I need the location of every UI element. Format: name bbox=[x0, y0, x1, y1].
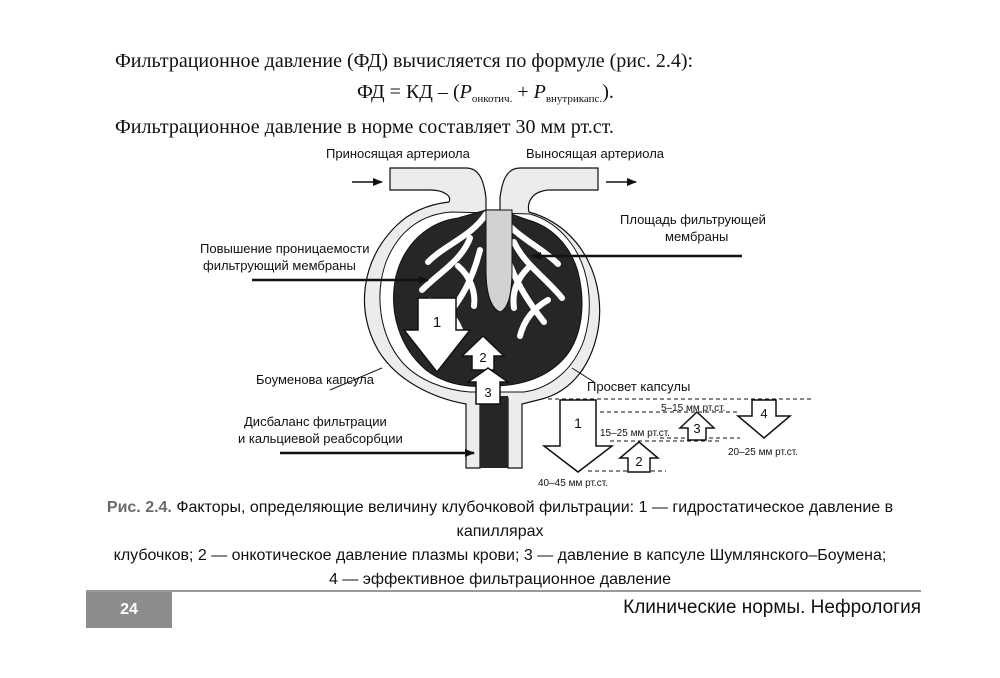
page-number: 24 bbox=[86, 592, 172, 628]
formula-lhs: ФД = КД – ( bbox=[357, 81, 460, 103]
formula-p2: P bbox=[533, 81, 546, 103]
caption-line-1: Рис. 2.4. Факторы, определяющие величину… bbox=[80, 496, 920, 544]
formula-sub-intracapsular: внутрикапс. bbox=[545, 93, 603, 105]
footer-rule bbox=[86, 590, 921, 592]
label-pressure-2: 15–25 мм рт.ст. bbox=[600, 428, 670, 439]
paragraph-normal-value: Фильтрационное давление в норме составля… bbox=[115, 116, 614, 138]
arrow-1-number: 1 bbox=[433, 314, 441, 331]
diagram-arrow-3 bbox=[678, 410, 716, 441]
label-pressure-4: 20–25 мм рт.ст. bbox=[728, 447, 798, 458]
label-area-line1: Площадь фильтрующей bbox=[620, 212, 766, 227]
label-permeability-line1: Повышение проницаемости bbox=[200, 241, 370, 256]
diagram-arrow-1-number: 1 bbox=[574, 415, 582, 431]
pointer-bowman bbox=[329, 367, 383, 391]
label-permeability-line2: фильтрующий мембраны bbox=[203, 258, 356, 273]
arrow-2-oncotic bbox=[460, 334, 506, 371]
label-area-line2: мембраны bbox=[665, 229, 728, 244]
diagram-arrow-2 bbox=[617, 441, 661, 473]
caption-line-3: 4 — эффективное фильтрационное давление bbox=[328, 571, 672, 588]
arrow-2-number: 2 bbox=[479, 350, 486, 365]
label-capsule-lumen: Просвет капсулы bbox=[587, 379, 690, 394]
label-efferent-arteriole: Выносящая артериола bbox=[526, 146, 665, 161]
proximal-tubule bbox=[480, 396, 508, 468]
label-imbalance-line1: Дисбаланс фильтрации bbox=[244, 414, 387, 429]
caption-line-2: клубочков; 2 — онкотическое давление пла… bbox=[113, 547, 887, 564]
diagram-arrow-4 bbox=[735, 399, 793, 439]
diagram-arrow-4-number: 4 bbox=[760, 406, 767, 421]
formula: ФД = КД – (Pонкотич. + Pвнутрикапс.). bbox=[357, 81, 614, 105]
label-bowman-capsule: Боуменова капсула bbox=[256, 372, 375, 387]
formula-p1: P bbox=[459, 81, 472, 103]
label-imbalance-line2: и кальциевой реабсорбции bbox=[238, 431, 403, 446]
label-afferent-arteriole: Приносящая артериола bbox=[326, 146, 471, 161]
diagram-arrow-2-number: 2 bbox=[635, 454, 642, 469]
arrow-3-number: 3 bbox=[484, 385, 491, 400]
figure-caption: Рис. 2.4. Факторы, определяющие величину… bbox=[80, 496, 920, 592]
formula-end: ). bbox=[602, 81, 614, 103]
caption-text-1: Факторы, определяющие величину клубочков… bbox=[171, 499, 894, 540]
arteriole-stalk bbox=[485, 209, 513, 313]
paragraph-formula-intro: Фильтрационное давление (ФД) вычисляется… bbox=[115, 50, 694, 72]
running-title: Клинические нормы. Нефрология bbox=[623, 597, 921, 618]
diagram-arrow-1 bbox=[541, 399, 615, 473]
pressure-level-lines bbox=[548, 398, 812, 472]
arrow-3-capsule bbox=[465, 367, 511, 405]
label-pressure-3: 5–15 мм рт.ст. bbox=[661, 403, 725, 414]
label-pressure-1: 40–45 мм рт.ст. bbox=[538, 478, 608, 489]
arrow-1-hydrostatic bbox=[402, 297, 472, 374]
caption-label: Рис. 2.4. bbox=[106, 499, 172, 516]
formula-sub-oncotic: онкотич. bbox=[471, 93, 513, 105]
formula-plus: + bbox=[512, 81, 534, 103]
diagram-arrow-3-number: 3 bbox=[693, 421, 700, 436]
pointer-lumen bbox=[571, 367, 595, 383]
